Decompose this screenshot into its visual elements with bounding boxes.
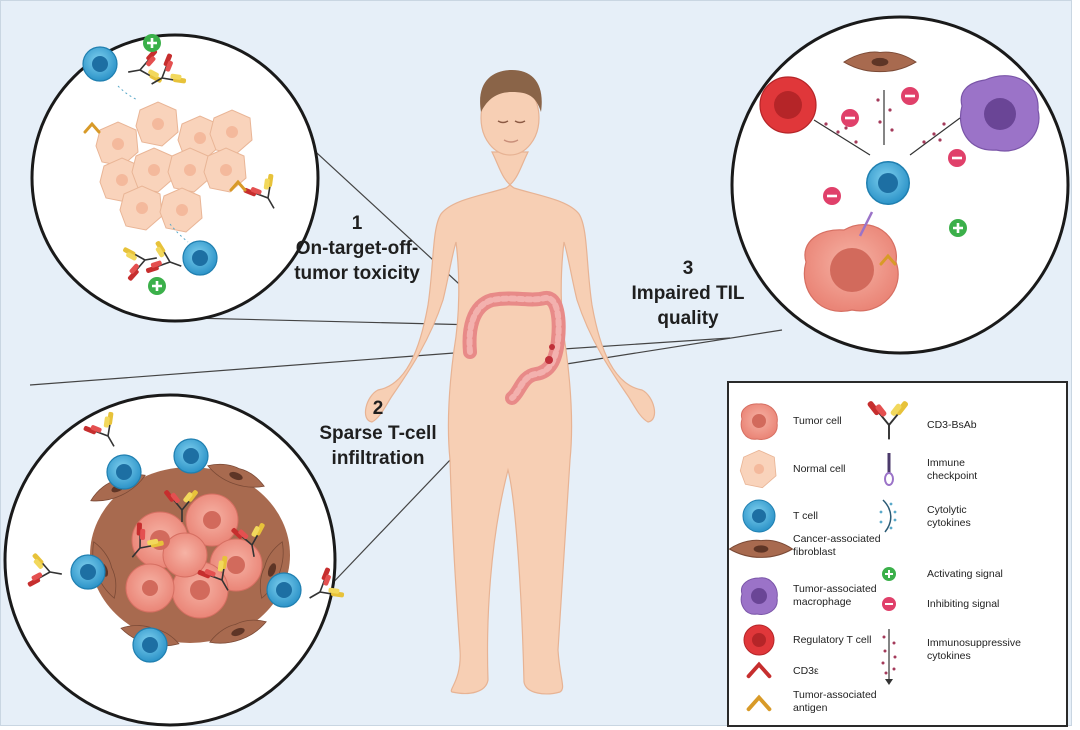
immune-checkpoint-icon <box>884 453 894 486</box>
label-2-text: Sparse T-cell infiltration <box>319 423 437 469</box>
label-3-text: Impaired TIL quality <box>631 283 745 329</box>
legend: Tumor cell Normal cell T cell Cancer-ass… <box>727 381 1068 727</box>
legend-label-regulatory-t-cell: Regulatory T cell <box>793 634 872 646</box>
tumor-antigen-icon <box>746 694 772 712</box>
label-3: 3 Impaired TIL quality <box>628 256 748 331</box>
circle-on-target-off-tumor <box>30 32 320 323</box>
immunosuppressive-cytokines-icon <box>881 629 897 685</box>
cytolytic-cytokines-icon <box>879 499 897 533</box>
legend-label-t-cell: T cell <box>793 510 818 522</box>
colon <box>462 291 566 405</box>
label-1-text: On-target-off- tumor toxicity <box>294 238 420 284</box>
legend-label-immune-checkpoint: Immune checkpoint <box>927 457 978 482</box>
legend-label-macrophage: Tumor-associated macrophage <box>793 583 877 608</box>
legend-label-fibroblast: Cancer-associated fibroblast <box>793 533 881 558</box>
human-body <box>364 70 656 695</box>
label-1: 1 On-target-off- tumor toxicity <box>287 211 427 286</box>
t-cell-icon <box>742 499 776 533</box>
legend-label-normal-cell: Normal cell <box>793 463 846 475</box>
legend-label-cd3e: CD3ε <box>793 665 819 677</box>
legend-label-tumor-antigen: Tumor-associated antigen <box>793 689 877 714</box>
normal-cell-icon <box>739 449 777 489</box>
circle-impaired-til <box>730 15 1070 633</box>
label-2-number: 2 <box>372 398 384 419</box>
label-2: 2 Sparse T-cell infiltration <box>318 396 438 471</box>
tumor-cell-icon <box>740 403 778 440</box>
legend-label-tumor-cell: Tumor cell <box>793 415 842 427</box>
legend-icons <box>729 401 909 712</box>
label-1-number: 1 <box>351 213 363 234</box>
activating-signal-icon <box>882 567 896 581</box>
legend-label-activating-signal: Activating signal <box>927 568 1003 580</box>
cd3-bsab-icon <box>867 401 909 440</box>
legend-label-cd3-bsab: CD3-BsAb <box>927 419 977 431</box>
legend-label-inhibiting-signal: Inhibiting signal <box>927 598 1000 610</box>
macrophage-icon <box>740 577 778 615</box>
legend-label-immunosuppressive-cytokines: Immunosuppressive cytokines <box>927 637 1021 662</box>
regulatory-t-cell-icon <box>743 624 775 656</box>
legend-label-cytolytic-cytokines: Cytolytic cytokines <box>927 504 971 529</box>
fibroblast-icon <box>729 539 794 558</box>
circle-sparse-infiltration <box>3 393 348 727</box>
inhibiting-signal-icon <box>882 597 896 611</box>
cd3e-icon <box>746 661 772 679</box>
label-3-number: 3 <box>682 258 694 279</box>
